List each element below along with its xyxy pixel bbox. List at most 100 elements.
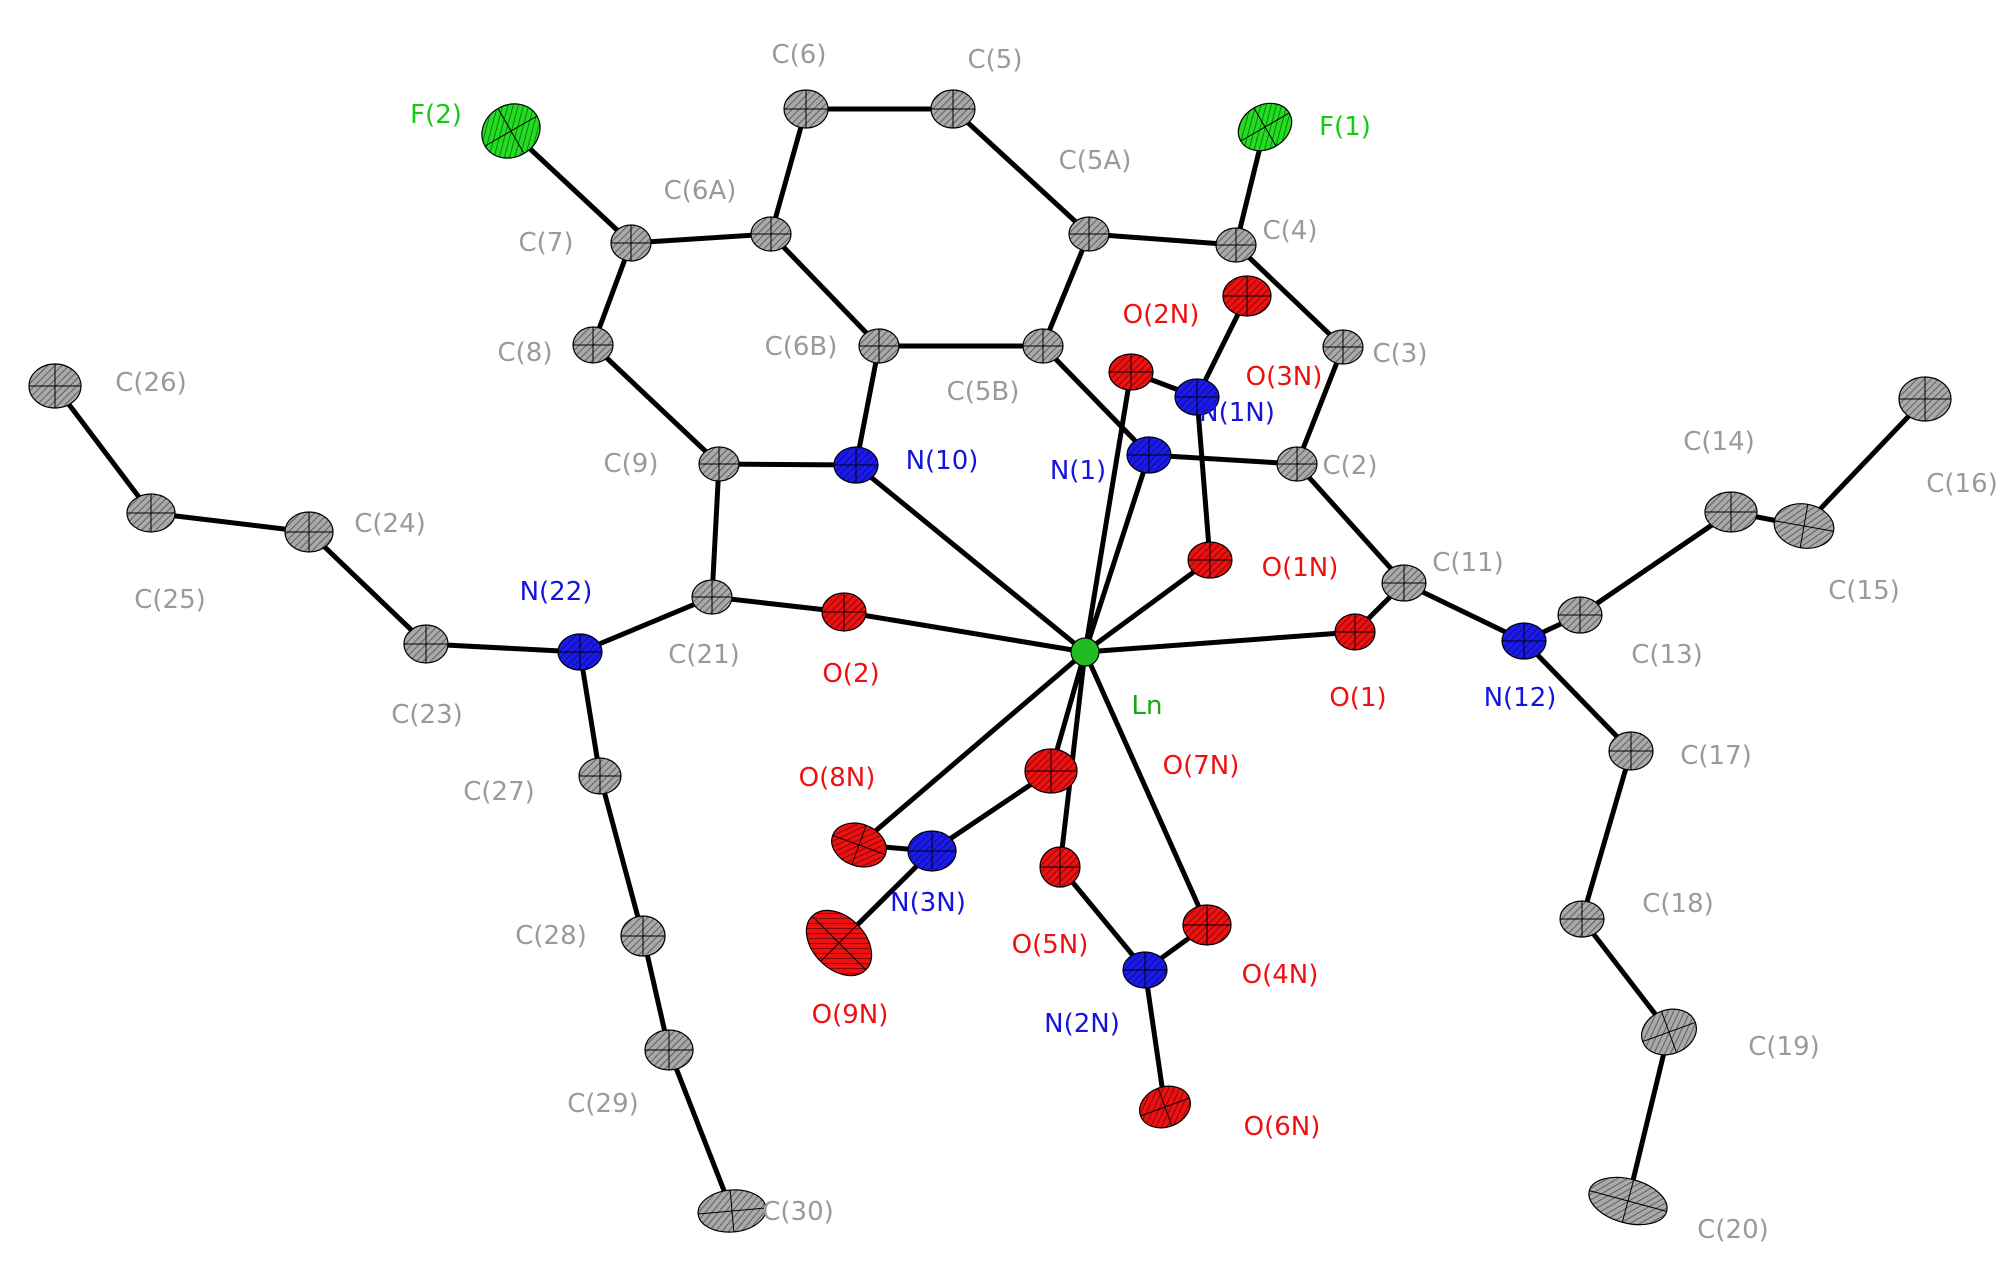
atom-o4n <box>1182 904 1232 946</box>
atom-c8 <box>572 326 614 364</box>
atoms-layer <box>28 89 1952 1233</box>
atom-label-f2: F(2) <box>410 100 462 130</box>
bond-c5b-n1 <box>1040 343 1152 458</box>
atom-principal-axis-c19 <box>1661 1011 1677 1053</box>
bond-n2n-o6n <box>1142 967 1168 1110</box>
atom-label-o8n: O(8N) <box>799 763 876 793</box>
bond-c15-c16 <box>1801 396 1928 529</box>
atom-c27 <box>578 757 622 795</box>
atom-label-c23: C(23) <box>391 700 463 730</box>
atom-label-c8: C(8) <box>498 338 553 368</box>
atom-c9 <box>698 446 740 482</box>
atom-n22 <box>557 633 603 671</box>
atom-label-c16: C(16) <box>1926 469 1998 499</box>
atom-o8n <box>831 822 887 868</box>
atom-label-c28: C(28) <box>515 921 587 951</box>
atom-label-o1n: O(1N) <box>1262 553 1339 583</box>
atom-c11 <box>1381 564 1427 602</box>
atom-c2 <box>1276 446 1318 482</box>
atom-label-c19: C(19) <box>1748 1032 1820 1062</box>
atom-label-c5a: C(5A) <box>1059 146 1132 176</box>
atom-label-c3: C(3) <box>1373 339 1428 369</box>
bond-c6a-c7 <box>628 231 774 246</box>
atom-principal-axis-f2 <box>497 108 525 154</box>
bond-c6-c6a <box>768 106 809 237</box>
atom-o1n <box>1187 541 1233 579</box>
atom-label-c6a: C(6A) <box>664 176 737 206</box>
atom-label-c9: C(9) <box>604 449 659 479</box>
atom-c6a <box>750 216 792 252</box>
atom-c14 <box>1704 491 1758 533</box>
atom-c26 <box>28 363 82 409</box>
atom-c16 <box>1898 376 1952 422</box>
bond-c8-c9 <box>590 342 722 467</box>
atom-c15 <box>1773 503 1835 549</box>
atom-ellipsoid-ln <box>1070 637 1100 667</box>
bond-ln-o2 <box>841 609 1088 655</box>
atom-n3n <box>907 830 957 872</box>
atom-c5 <box>930 89 976 129</box>
atom-o9n <box>805 909 873 977</box>
atom-c5b <box>1022 328 1064 364</box>
bond-f2-c7 <box>508 128 634 246</box>
atom-label-c7: C(7) <box>519 228 574 258</box>
atom-c25 <box>126 493 176 533</box>
bond-c2-c11 <box>1294 461 1407 586</box>
bond-ln-o2n <box>1082 369 1134 655</box>
atom-label-c5: C(5) <box>968 45 1023 75</box>
atom-c28 <box>620 915 666 957</box>
atom-c6b <box>858 328 900 364</box>
bond-c3-c2 <box>1294 344 1346 467</box>
atom-f1 <box>1237 102 1293 152</box>
bond-c6b-n10 <box>853 343 882 468</box>
bond-c4-c3 <box>1233 242 1346 350</box>
atom-label-n1n: N(1N) <box>1199 398 1275 428</box>
atom-label-c20: C(20) <box>1697 1215 1769 1245</box>
atom-label-o2n: O(2N) <box>1123 300 1200 330</box>
atom-o6n <box>1139 1085 1191 1129</box>
atom-label-n3n: N(3N) <box>890 888 966 918</box>
atom-n10 <box>833 446 879 484</box>
bond-c2-n1 <box>1146 452 1300 467</box>
bond-ln-n10 <box>853 462 1088 655</box>
atom-label-o1: O(1) <box>1329 683 1386 713</box>
atom-label-o4n: O(4N) <box>1242 960 1319 990</box>
atom-label-c6: C(6) <box>772 40 827 70</box>
atom-label-c29: C(29) <box>567 1089 639 1119</box>
atom-label-c2: C(2) <box>1323 451 1378 481</box>
bond-ln-o1n <box>1082 557 1213 655</box>
atom-c20 <box>1588 1176 1668 1226</box>
atom-label-c15: C(15) <box>1828 576 1900 606</box>
bond-c24-c25 <box>148 510 312 535</box>
atom-principal-axis-o6n <box>1157 1088 1173 1126</box>
bond-c5a-c5b <box>1040 231 1092 349</box>
bond-ln-o4n <box>1082 649 1210 928</box>
atom-n1 <box>1126 436 1172 474</box>
atom-label-f1: F(1) <box>1319 112 1371 142</box>
atom-c21 <box>691 579 733 615</box>
atom-c30 <box>697 1189 767 1233</box>
bond-c17-c18 <box>1579 748 1634 922</box>
atom-principal-axis-c20 <box>1621 1179 1635 1223</box>
atom-label-o9n: O(9N) <box>812 1000 889 1030</box>
labels-layer: LnF(1)F(2)C(2)C(3)C(4)C(5)C(5A)C(5B)C(6)… <box>115 40 1998 1245</box>
atom-label-n12: N(12) <box>1484 683 1557 713</box>
bond-n1n-o1n <box>1194 394 1213 563</box>
atom-label-o3n: O(3N) <box>1246 362 1323 392</box>
bond-n22-c23 <box>423 641 583 655</box>
atom-label-o7n: O(7N) <box>1163 751 1240 781</box>
atom-o2n <box>1108 353 1154 391</box>
bond-c27-c28 <box>597 773 646 939</box>
atom-label-c4: C(4) <box>1263 216 1318 246</box>
bond-o5n-n2n <box>1057 864 1148 973</box>
bond-c13-c14 <box>1577 509 1734 618</box>
atom-label-c26: C(26) <box>115 368 187 398</box>
atom-o2 <box>821 592 867 632</box>
atom-principal-axis-c30 <box>729 1190 735 1232</box>
bonds-layer <box>52 106 1928 1214</box>
atom-label-o5n: O(5N) <box>1012 930 1089 960</box>
atom-label-ln: Ln <box>1132 691 1163 721</box>
atom-label-c25: C(25) <box>134 585 206 615</box>
atom-label-c17: C(17) <box>1680 741 1752 771</box>
